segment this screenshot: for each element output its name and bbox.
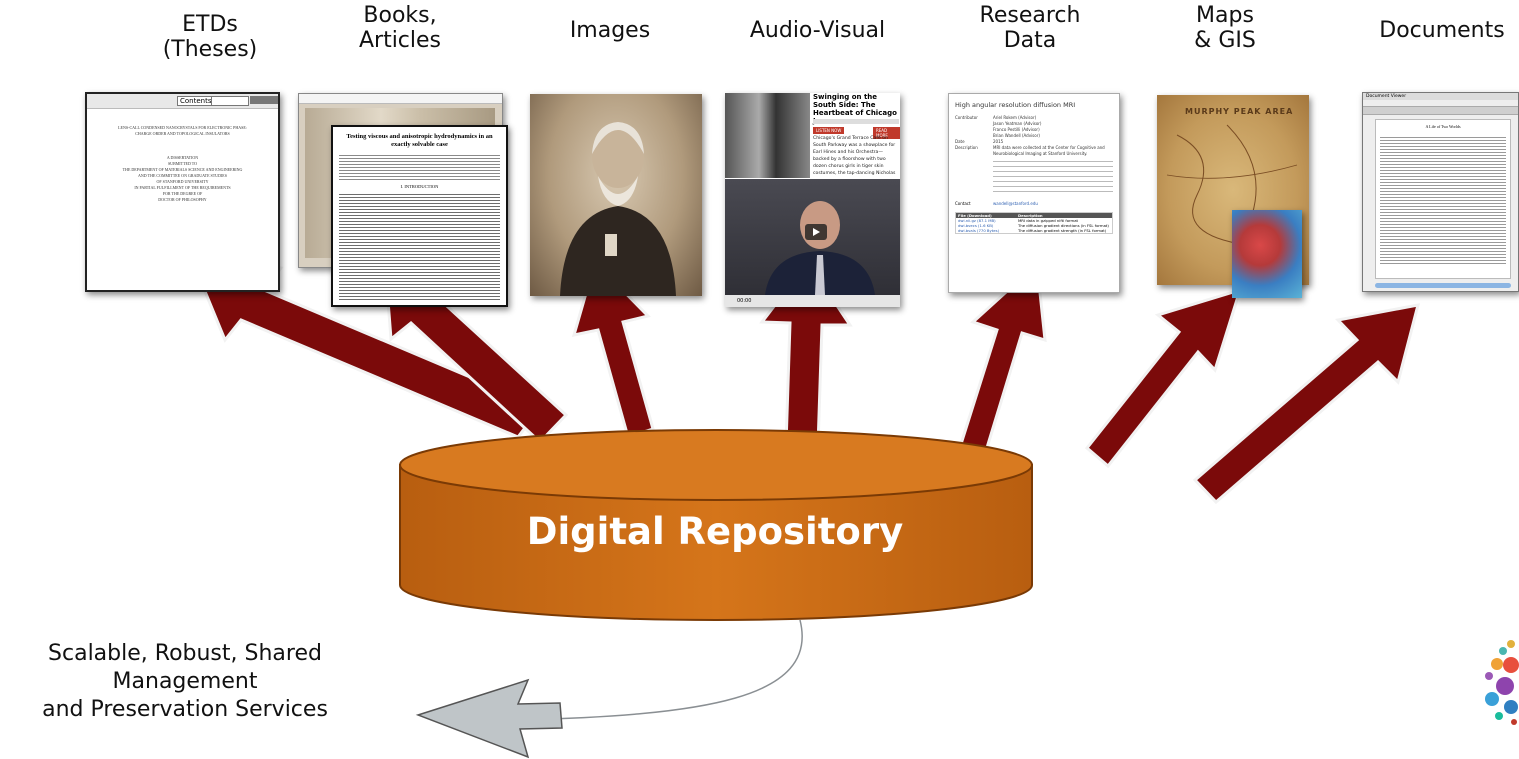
field-label: Description	[955, 145, 978, 150]
doc-viewer-title: Document Viewer	[1363, 93, 1518, 100]
read-more-button[interactable]: READ MORE	[873, 127, 900, 139]
repository-label: Digital Repository	[526, 510, 904, 553]
arrow-to-documents	[1192, 303, 1421, 505]
etd-line: CHARGE ORDER AND TOPOLOGICAL INSULATORS	[135, 131, 230, 136]
play-icon	[813, 228, 820, 236]
portrait-photo-thumbnail	[530, 94, 702, 296]
etd-search-input[interactable]	[211, 96, 249, 106]
research-data-thumbnail: High angular resolution diffusion MRI Co…	[948, 93, 1120, 293]
label-maps-gis: Maps & GIS	[1194, 3, 1256, 53]
file-desc: The diffusion gradient strength (in FSL …	[1018, 228, 1107, 233]
doc-scrollbar[interactable]	[1375, 283, 1511, 288]
table-row: dwi.bvals (770 Bytes) The diffusion grad…	[956, 228, 1112, 233]
map-title: MURPHY PEAK AREA	[1185, 107, 1294, 116]
doc-heading: A Life of Two Worlds	[1425, 124, 1461, 129]
file-link[interactable]: dwi.bvecs (1.6 KB)	[958, 223, 994, 228]
repository-cylinder	[399, 429, 1033, 621]
files-header-file: File (Download)	[958, 213, 992, 218]
label-research-data: Research Data	[979, 3, 1081, 53]
audio-visual-thumbnail: Swinging on the South Side: The Heartbea…	[725, 93, 900, 307]
audio-description: Chicago's Grand Terrace Café on South Pa…	[813, 136, 896, 176]
video-frame	[725, 179, 900, 295]
label-documents: Documents	[1379, 18, 1505, 43]
etd-line: AND THE COMMITTEE ON GRADUATE STUDIES	[138, 173, 227, 178]
video-play-button[interactable]	[805, 224, 827, 240]
article-section: I. INTRODUCTION	[400, 184, 439, 189]
etd-nav-icons[interactable]	[250, 96, 278, 104]
field-label: Date	[955, 139, 965, 144]
field-value: Jason Yeatman (Advisor)	[993, 121, 1042, 126]
portrait-figure	[560, 122, 676, 296]
etd-line: SUBMITTED TO	[167, 161, 198, 166]
etd-line: LENS-CALL CONDENSED NANOCRYSTALS FOR ELE…	[118, 125, 247, 130]
file-desc: The diffusion gradient directions (in FS…	[1018, 223, 1109, 228]
etd-line: IN PARTIAL FULFILLMENT OF THE REQUIREMEN…	[134, 185, 231, 190]
label-etds: ETDs (Theses)	[162, 12, 258, 62]
video-controls[interactable]: 00:00	[725, 295, 900, 307]
etd-line: OF STANFORD UNIVERSITY	[156, 179, 209, 184]
audio-player-bar[interactable]	[813, 119, 899, 124]
etd-line: A DISSERTATION	[166, 155, 199, 160]
research-title: High angular resolution diffusion MRI	[955, 101, 1076, 109]
etd-page: LENS-CALL CONDENSED NANOCRYSTALS FOR ELE…	[87, 109, 278, 203]
field-value: Ariel Rokem (Advisor)	[993, 115, 1037, 120]
field-value: MRI data were collected at the Center fo…	[993, 145, 1105, 156]
files-table: File (Download) Description dwi.nii.gz (…	[955, 212, 1113, 234]
document-viewer-thumbnail: Document Viewer A Life of Two Worlds	[1362, 92, 1519, 292]
contact-label: Contact	[955, 201, 971, 206]
etd-line: FOR THE DEGREE OF	[162, 191, 203, 196]
article-thumbnail: Testing viscous and anisotropic hydrodyn…	[331, 125, 508, 307]
etd-thumbnail: Contents LENS-CALL CONDENSED NANOCRYSTAL…	[85, 92, 280, 292]
label-audio-visual: Audio-Visual	[749, 18, 886, 43]
file-link[interactable]: dwi.bvals (770 Bytes)	[958, 228, 1000, 233]
services-arrow	[415, 619, 803, 759]
doc-page: A Life of Two Worlds	[1375, 119, 1511, 279]
contact-link[interactable]: wandell@stanford.edu	[993, 201, 1038, 206]
label-books: Books, Articles	[358, 3, 442, 53]
field-value: 2015	[993, 139, 1004, 144]
field-value: Brian Wandell (Advisor)	[993, 133, 1040, 138]
etd-line: DOCTOR OF PHILOSOPHY	[158, 197, 207, 202]
field-value: Franco Pestilli (Advisor)	[993, 127, 1040, 132]
logo-dots	[1485, 640, 1519, 725]
etd-toolbar: Contents	[87, 94, 278, 109]
table-row: dwi.bvecs (1.6 KB) The diffusion gradien…	[956, 223, 1112, 228]
article-title: Testing viscous and anisotropic hydrodyn…	[346, 133, 493, 148]
arrow-to-research	[959, 260, 1047, 453]
table-row: dwi.nii.gz (87.1 MB) MRI data in gzipped…	[956, 218, 1112, 223]
services-label: Scalable, Robust, Shared Management and …	[42, 641, 328, 722]
satellite-image-thumbnail	[1232, 210, 1302, 298]
etd-line: THE DEPARTMENT OF MATERIALS SCIENCE AND …	[122, 167, 243, 172]
file-link[interactable]: dwi.nii.gz (87.1 MB)	[958, 218, 996, 223]
doc-tabs[interactable]	[1363, 106, 1518, 115]
files-header-desc: Description	[1018, 213, 1043, 218]
field-label: Contributor	[955, 115, 978, 120]
arrow-to-maps	[1084, 287, 1243, 469]
audio-photo	[725, 93, 810, 178]
etd-contents-button[interactable]: Contents	[177, 96, 215, 106]
file-desc: MRI data in gzipped nifti format	[1018, 218, 1079, 223]
label-images: Images	[569, 18, 651, 43]
video-time: 00:00	[737, 298, 752, 304]
listen-now-button[interactable]: LISTEN NOW	[813, 127, 845, 134]
